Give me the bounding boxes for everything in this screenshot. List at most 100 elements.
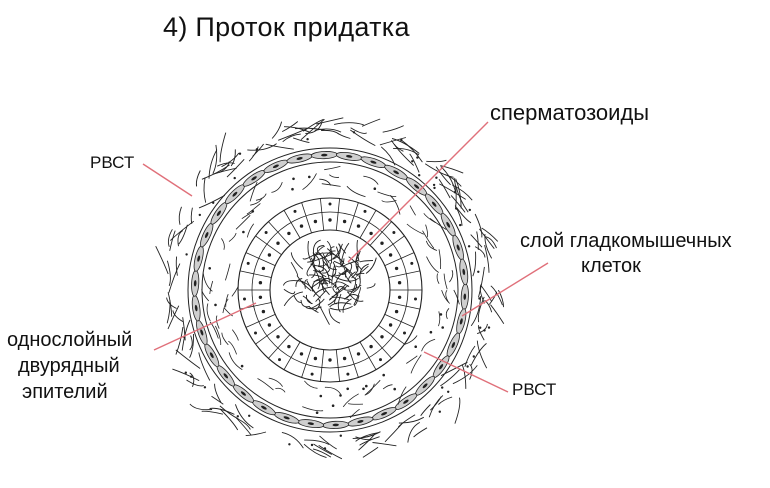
fiber [393,143,415,166]
sperm-tail [335,276,359,282]
cell-nucleus [467,245,471,248]
basal-cell-nucleus [243,297,246,301]
sperm-tail [346,276,357,299]
fiber [215,315,220,329]
cell-border [335,349,340,382]
fiber [235,215,251,230]
fiber [304,380,318,389]
muscle-nucleus [403,399,409,404]
fiber [182,317,186,341]
cell-nucleus [472,355,475,358]
cell-nucleus [240,364,244,368]
fiber [424,163,454,178]
cell-border [245,314,276,328]
fiber [235,416,252,436]
outer-loose-connective-tissue [155,117,505,460]
epithelial-nucleus [342,219,347,224]
fiber [268,377,283,387]
epithelial-nucleus [394,309,399,314]
sperm-tail [342,298,352,313]
fiber [228,352,243,371]
cell-nucleus [455,207,458,210]
sperm-tail [322,262,331,274]
muscle-nucleus [332,423,339,427]
cell-nucleus [459,223,462,227]
sperm-tail [352,275,361,294]
fiber [278,127,308,141]
fiber [481,227,499,242]
fiber [302,406,324,412]
muscle-nucleus [193,280,197,287]
epithelial-nucleus [287,344,291,349]
cell-border [348,346,359,378]
fiber [479,228,495,249]
cell-nucleus [393,387,397,391]
fiber [438,249,442,270]
fiber [350,127,367,134]
cell-nucleus [255,148,259,151]
sperm-tail [366,283,376,289]
fiber [246,223,255,238]
fiber [439,183,466,200]
fiber [476,340,488,369]
pointer-spermatozoa [347,121,489,263]
fiber [355,432,379,442]
epithelial-nucleus [299,352,304,356]
cell-nucleus [429,330,433,334]
epithelial-nucleus [356,352,361,356]
fiber [281,431,304,449]
fiber [189,333,194,358]
epithelial-nucleus [276,241,280,245]
cell-border [369,221,392,246]
cell-nucleus [478,297,481,300]
fiber [321,183,341,187]
muscle-nucleus [451,342,456,348]
fiber [201,288,210,302]
fiber [470,234,483,248]
cell-border [348,202,359,234]
muscle-nucleus [438,363,444,370]
muscle-nucleus [422,383,428,389]
cell-nucleus [185,253,188,256]
fiber [449,269,454,283]
fiber [485,236,497,249]
epithelial-nucleus [313,219,318,224]
epithelial-nucleus [328,218,332,222]
fiber [470,343,487,366]
fiber [245,431,267,437]
basal-cell-nucleus [363,209,367,213]
muscle-nucleus [209,352,214,359]
sperm-tail [328,308,341,324]
epithelial-nucleus [369,344,373,349]
fiber [474,246,486,258]
fiber [319,178,332,186]
epithelial-nucleus [342,356,347,361]
fiber [271,121,283,139]
fiber [426,240,438,251]
epithelial-nucleus [267,323,272,327]
sperm-tail [313,286,332,297]
cell-nucleus [248,414,251,417]
cell-nucleus [477,270,480,273]
label-pointer-lines [142,121,549,393]
epithelial-nucleus [267,253,272,257]
sperm-tail [319,305,330,325]
muscle-nucleus [194,304,198,312]
cell-nucleus [411,160,414,163]
sperm-tail [290,261,299,276]
cell-nucleus [466,365,469,368]
fiber [168,263,181,293]
fiber [186,379,204,387]
fiber [221,152,240,168]
cell-border [359,341,377,370]
cell-nucleus [310,443,314,447]
cell-border [283,341,301,370]
label-rvst-top: РВСТ [90,153,135,172]
label-smooth-muscle-line1: слой гладкомышечных [520,230,732,252]
cell-nucleus [416,156,419,159]
fiber [231,329,239,341]
epithelial-nucleus [276,335,280,339]
cell-border [255,324,282,345]
fiber [246,203,261,215]
cell-nucleus [288,443,291,446]
